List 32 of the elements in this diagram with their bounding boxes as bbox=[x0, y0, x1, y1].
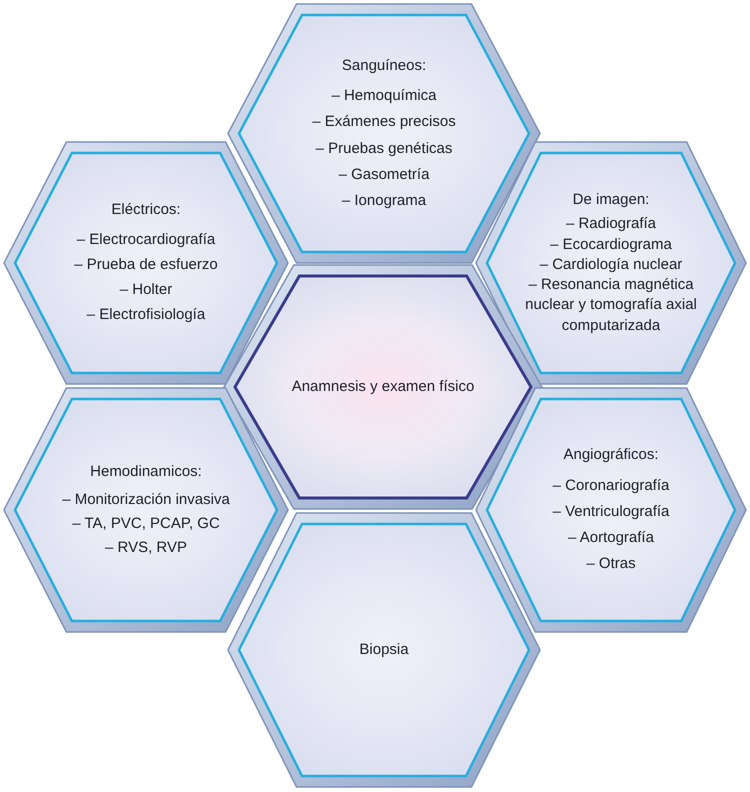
list-item: – Exámenes precisos bbox=[312, 112, 456, 132]
hexagon-heading: De imagen: bbox=[572, 190, 650, 210]
hexagon-box bbox=[474, 386, 748, 634]
hexagon-box bbox=[226, 511, 542, 789]
list-item: – Coronariografía bbox=[552, 476, 670, 496]
list-item: – Aortografía bbox=[568, 528, 654, 548]
list-item: – Ionograma bbox=[342, 191, 426, 211]
hexagon-label: Anamnesis y examen físico bbox=[292, 376, 474, 397]
hexagon-label: Biopsia bbox=[359, 640, 409, 660]
list-item: – Gasometría bbox=[338, 164, 430, 185]
list-item: – RVS, RVP bbox=[105, 538, 187, 558]
hexagon-box bbox=[2, 140, 290, 386]
list-item: – Pruebas genéticas bbox=[316, 138, 452, 158]
list-item: – TA, PVC, PCAP, GC bbox=[72, 514, 220, 534]
list-item: – Ventriculografía bbox=[552, 502, 670, 522]
hexagon-box bbox=[2, 386, 290, 634]
list-item: – Electrocardiografía bbox=[76, 230, 216, 250]
list-item: – Radiografía bbox=[566, 214, 656, 234]
list-item: – Hemoquímica bbox=[331, 86, 437, 106]
hexagon-heading: Hemodinamicos: bbox=[90, 462, 202, 482]
hexagon-heading: Sanguíneos: bbox=[342, 56, 426, 76]
hexagon-heading: Eléctricos: bbox=[111, 200, 181, 220]
list-item: – Cardiología nuclear bbox=[540, 254, 682, 275]
list-item: – Holter bbox=[120, 280, 172, 300]
list-item: – Electrofisiología bbox=[86, 305, 206, 326]
list-item: – Otras bbox=[586, 554, 636, 574]
hexagon-box bbox=[474, 140, 748, 386]
list-item: – Prueba de esfuerzo bbox=[74, 254, 218, 275]
list-item: – Ecocardiograma bbox=[550, 234, 672, 255]
list-item: – Resonancia magnética nuclear y tomografía axial computarizada bbox=[524, 275, 698, 336]
list-item: – Monitorización invasiva bbox=[62, 490, 230, 510]
hexagon-heading: Angiográficos: bbox=[563, 445, 659, 466]
